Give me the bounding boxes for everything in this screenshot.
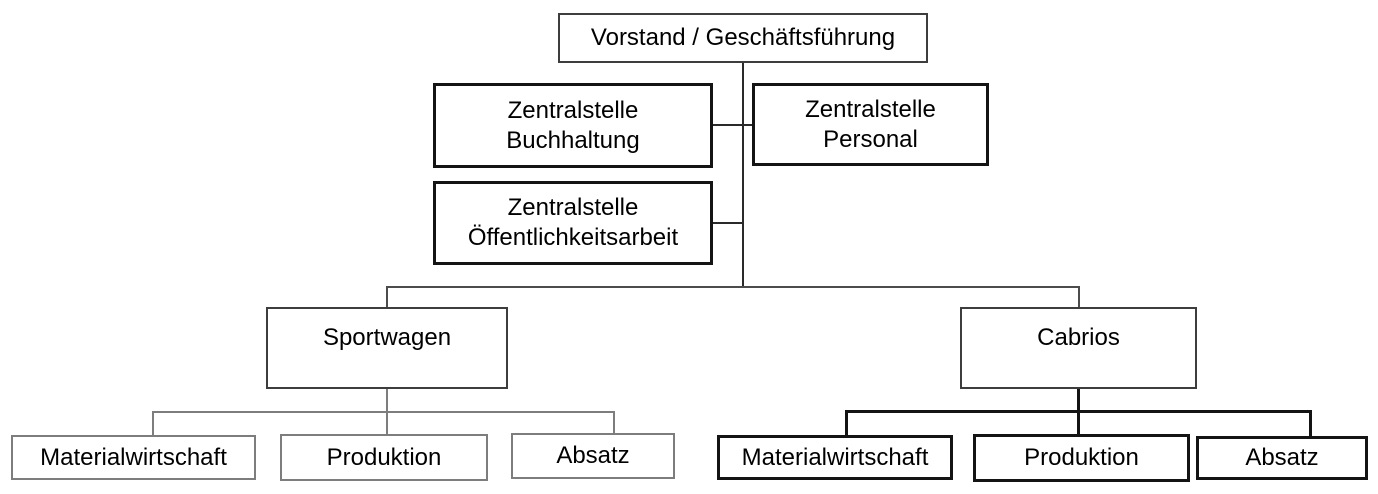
- node-zentralstelle-oeffentlichkeitsarbeit: Zentralstelle Öffentlichkeitsarbeit: [433, 181, 713, 265]
- connector-oeffentlichkeitsarbeit: [711, 222, 744, 224]
- node-label: Sportwagen: [322, 324, 452, 351]
- connector-sportwagen-drop: [386, 286, 388, 308]
- node-sportwagen-produktion: Produktion: [280, 434, 488, 481]
- node-label: Materialwirtschaft: [741, 443, 929, 471]
- node-label: Absatz: [1245, 444, 1319, 471]
- node-label: Materialwirtschaft: [40, 443, 227, 471]
- node-label: Absatz: [556, 442, 630, 469]
- node-zentralstelle-buchhaltung: Zentralstelle Buchhaltung: [433, 83, 713, 168]
- connector-right-absatz-drop: [1309, 410, 1312, 437]
- node-cabrios-materialwirtschaft: Materialwirtschaft: [717, 435, 953, 480]
- node-sportwagen-absatz: Absatz: [511, 433, 675, 479]
- node-label: Produktion: [1024, 444, 1139, 471]
- connector-cabrios-drop: [1078, 286, 1080, 308]
- connector-divisions-horizontal: [386, 286, 1080, 288]
- connector-cabrios-children-horizontal: [845, 410, 1312, 413]
- node-label: Cabrios: [1037, 324, 1120, 351]
- connector-buchhaltung-personal: [711, 124, 754, 126]
- connector-right-materialwirtschaft-drop: [845, 410, 848, 436]
- node-sportwagen-materialwirtschaft: Materialwirtschaft: [11, 435, 256, 480]
- node-label-line2: Öffentlichkeitsarbeit: [467, 224, 679, 251]
- node-label-line2: Buchhaltung: [506, 126, 640, 154]
- node-label-line2: Personal: [823, 125, 918, 153]
- node-cabrios-absatz: Absatz: [1196, 436, 1368, 480]
- node-cabrios: Cabrios: [960, 307, 1197, 389]
- node-label: Vorstand / Geschäftsführung: [590, 24, 896, 51]
- node-label: Produktion: [326, 443, 442, 471]
- connector-sportwagen-children-horizontal: [152, 411, 615, 413]
- node-sportwagen: Sportwagen: [266, 307, 508, 389]
- node-label-line1: Zentralstelle: [507, 96, 639, 124]
- node-zentralstelle-personal: Zentralstelle Personal: [752, 83, 989, 166]
- connector-root-vertical: [742, 63, 744, 287]
- node-vorstand-geschaeftsfuehrung: Vorstand / Geschäftsführung: [558, 13, 928, 63]
- node-label-line1: Zentralstelle: [805, 95, 936, 123]
- node-cabrios-produktion: Produktion: [973, 434, 1190, 482]
- node-label-line1: Zentralstelle: [507, 194, 639, 221]
- connector-left-absatz-drop: [613, 411, 615, 434]
- connector-left-materialwirtschaft-drop: [152, 411, 154, 436]
